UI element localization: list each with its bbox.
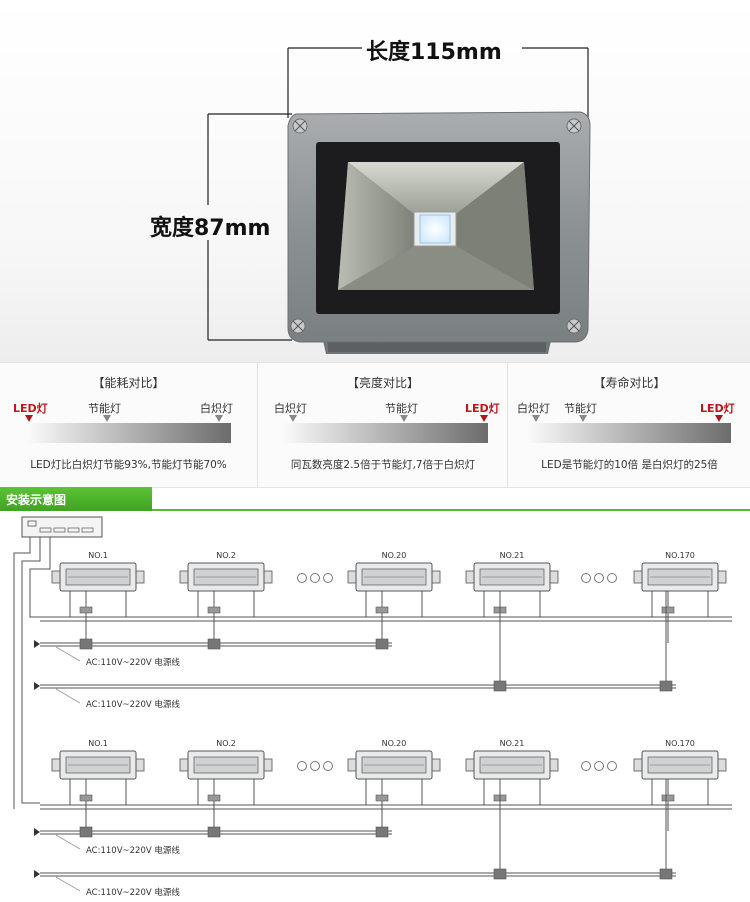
incandescent-label: 白炽灯 (274, 402, 307, 415)
cfl-marker-icon (103, 415, 111, 422)
energy-comparison-title: 【能耗对比】 (92, 376, 165, 390)
cfl-label: 节能灯 (88, 402, 121, 415)
install-title: 安装示意图 (6, 493, 67, 507)
width-dimension-line (207, 113, 292, 341)
brightness-comparison-note: 同瓦数亮度2.5倍于节能灯,7倍于白炽灯 (290, 459, 476, 471)
cfl-marker-icon (400, 415, 408, 422)
lamp-unit: NO.170 (633, 739, 727, 831)
lifetime-comparison: 【寿命对比】 白炽灯 节能灯 LED灯 LED是节能灯的10倍 是白炽灯的25倍 (507, 363, 750, 487)
incandescent-label: 白炽灯 (200, 402, 233, 415)
lamp-unit: NO.20 (347, 551, 441, 643)
comparison-panel: 【能耗对比】 LED灯 节能灯 白炽灯 LED灯比白炽灯节能93%,节能灯节能7… (0, 362, 750, 488)
controller-box (13, 516, 103, 809)
cfl-label: 节能灯 (385, 402, 418, 415)
install-tab: 安装示意图 (0, 487, 152, 511)
incandescent-label: 白炽灯 (517, 402, 550, 415)
lamp-number: NO.20 (382, 739, 407, 748)
power-line-label: AC:110V~220V 电源线 (86, 887, 180, 898)
install-section-header: 安装示意图 (0, 487, 750, 513)
power-line: AC:110V~220V 电源线 (34, 826, 392, 856)
brightness-comparison: 【亮度对比】 白炽灯 节能灯 LED灯 同瓦数亮度2.5倍于节能灯,7倍于白炽灯 (257, 363, 508, 487)
cfl-marker-icon (579, 415, 587, 422)
lamp-number: NO.1 (88, 551, 108, 560)
more-lamps-ellipsis (581, 761, 617, 771)
more-lamps-ellipsis (297, 761, 333, 771)
header-divider (152, 509, 750, 511)
lamp-unit: NO.2 (179, 739, 273, 831)
led-marker-icon (480, 415, 488, 422)
lamp-number: NO.170 (665, 739, 695, 748)
lamp-number: NO.2 (216, 551, 236, 560)
lamp-unit: NO.20 (347, 739, 441, 831)
led-marker-icon (25, 415, 33, 422)
lifetime-comparison-title: 【寿命对比】 (593, 376, 666, 390)
length-dimension-line (287, 47, 589, 122)
energy-comparison-note: LED灯比白炽灯节能93%,节能灯节能70% (30, 459, 227, 471)
energy-comparison: 【能耗对比】 LED灯 节能灯 白炽灯 LED灯比白炽灯节能93%,节能灯节能7… (0, 363, 257, 487)
lamp-number: NO.21 (500, 739, 525, 748)
power-line: AC:110V~220V 电源线 (34, 638, 392, 668)
lifetime-gradient-bar (528, 423, 731, 443)
flood-light-image (207, 47, 591, 354)
width-label: 宽度87mm (150, 216, 271, 241)
screw-icon (290, 118, 582, 334)
lamp-unit: NO.1 (51, 551, 145, 643)
lamp-number: NO.1 (88, 739, 108, 748)
power-line-label: AC:110V~220V 电源线 (86, 657, 180, 668)
cfl-label: 节能灯 (564, 402, 597, 415)
lamp-unit: NO.170 (633, 551, 727, 643)
lamp-unit: NO.21 (465, 551, 559, 643)
lamp-unit: NO.1 (51, 739, 145, 831)
lamp-number: NO.21 (500, 551, 525, 560)
brightness-comparison-title: 【亮度对比】 (346, 376, 419, 390)
lifetime-comparison-note: LED是节能灯的10倍 是白炽灯的25倍 (541, 459, 718, 471)
lamp-number: NO.20 (382, 551, 407, 560)
power-line-label: AC:110V~220V 电源线 (86, 845, 180, 856)
more-lamps-ellipsis (297, 573, 333, 583)
brightness-gradient-bar (283, 423, 488, 443)
energy-gradient-bar (28, 423, 231, 443)
incandescent-marker-icon (532, 415, 540, 422)
led-marker-icon (715, 415, 723, 422)
power-line-label: AC:110V~220V 电源线 (86, 699, 180, 710)
lamp-number: NO.2 (216, 739, 236, 748)
power-line: AC:110V~220V 电源线 (34, 779, 676, 898)
length-label: 长度115mm (366, 40, 502, 65)
lamp-number: NO.170 (665, 551, 695, 560)
lamp-unit: NO.21 (465, 739, 559, 831)
more-lamps-ellipsis (581, 573, 617, 583)
incandescent-marker-icon (215, 415, 223, 422)
led-label: LED灯 (13, 402, 48, 415)
led-label: LED灯 (465, 402, 500, 415)
incandescent-marker-icon (289, 415, 297, 422)
product-dimension-photo: 长度115mm 宽度87mm (0, 0, 750, 362)
led-label: LED灯 (700, 402, 735, 415)
lamp-unit: NO.2 (179, 551, 273, 643)
power-line: AC:110V~220V 电源线 (34, 591, 676, 710)
